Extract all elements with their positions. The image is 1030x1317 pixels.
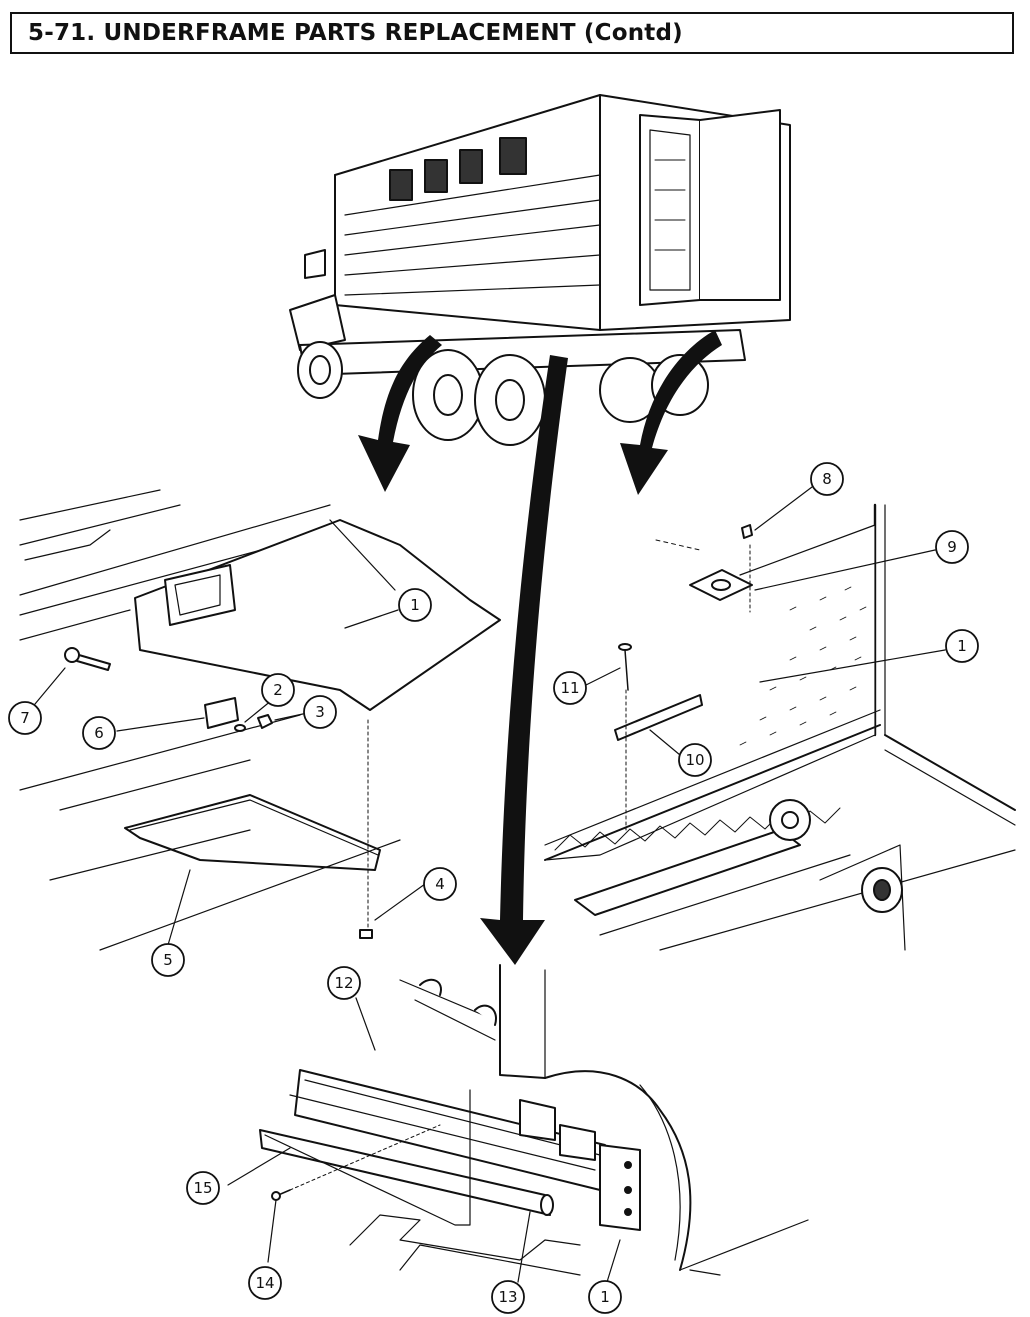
- left-detail-view: [19, 489, 501, 951]
- callout-circles: [8, 462, 979, 1314]
- callout-4: 4: [435, 875, 445, 893]
- callout-5: 5: [163, 951, 173, 969]
- truck-illustration: [289, 94, 791, 446]
- callout-12: 12: [334, 974, 353, 992]
- callout-14: 14: [255, 1274, 274, 1292]
- callout-3: 3: [315, 703, 325, 721]
- callout-11: 11: [560, 679, 579, 697]
- callout-10: 10: [685, 751, 704, 769]
- callout-15: 15: [193, 1179, 212, 1197]
- pointer-arrows: [358, 330, 722, 965]
- callout-8: 8: [822, 470, 832, 488]
- right-detail-view: [544, 486, 1016, 951]
- callout-1-left: 1: [410, 596, 420, 614]
- callout-1-right: 1: [957, 637, 967, 655]
- callout-6: 6: [94, 724, 104, 742]
- section-title: 5-71. UNDERFRAME PARTS REPLACEMENT (Cont…: [28, 20, 683, 46]
- callout-2: 2: [273, 681, 283, 699]
- callout-9: 9: [947, 538, 957, 556]
- callout-7: 7: [20, 709, 30, 727]
- bottom-detail-view: [227, 964, 809, 1283]
- section-header: 5-71. UNDERFRAME PARTS REPLACEMENT (Cont…: [10, 12, 1014, 54]
- callout-1-bottom: 1: [600, 1288, 610, 1306]
- callout-labels: 1 2 3 4 5 6 7 8 9 10 11 12 13 14 15 1 1: [20, 470, 967, 1306]
- callout-13: 13: [498, 1288, 517, 1306]
